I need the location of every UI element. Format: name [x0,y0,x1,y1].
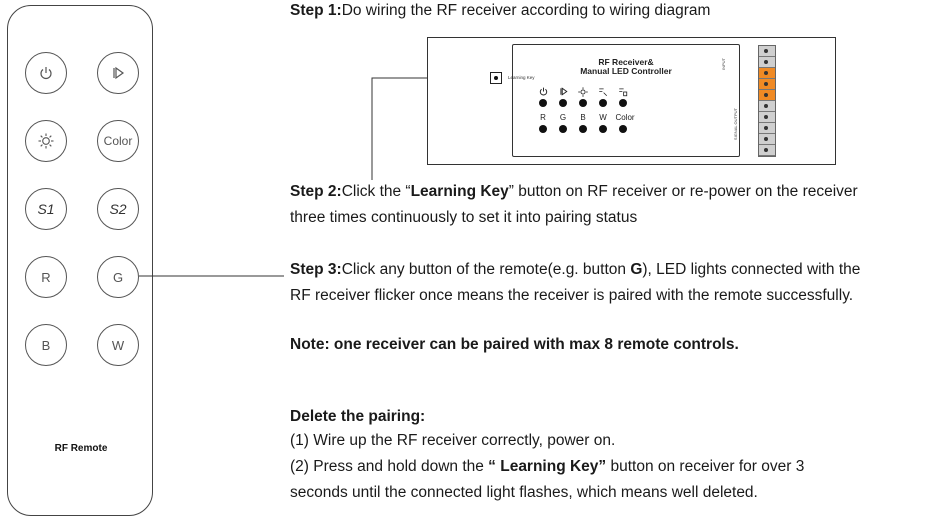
step3-bold: G [630,261,643,278]
receiver-s1-icon [593,87,613,99]
receiver-play-icon [553,87,573,98]
terminal-cell [759,123,775,134]
step2-body-a: Click the “ [341,183,411,200]
receiver-button-dot [559,99,567,107]
delete-heading: Delete the pairing: [290,408,426,425]
receiver-power-icon [533,87,553,98]
color-button[interactable]: Color [97,120,139,162]
output-label: SIGNAL OUTPUT [733,108,738,141]
b-button-label: B [41,337,51,353]
receiver-label-w: W [599,113,607,122]
power-button[interactable] [25,52,67,94]
step3-body-b: ), LED lights connected with the [642,261,861,278]
w-button-label: W [111,337,125,353]
receiver-button-dot [619,125,627,133]
receiver-label-b: B [580,113,586,122]
terminal-block [758,45,776,157]
play-icon [113,66,125,80]
power-icon [40,67,52,80]
receiver-button-dot [619,99,627,107]
remote-label: RF Remote [54,443,108,454]
receiver-panel: RF Receiver& Manual LED Controller [512,44,740,157]
receiver-button-dot [599,125,607,133]
delete-item2-b: button on receiver for over 3 [606,458,805,475]
terminal-cell [759,134,775,145]
play-button[interactable] [97,52,139,94]
receiver-brightness-icon [573,87,593,99]
g-button-label: G [112,269,124,285]
color-button-label: Color [103,134,133,148]
receiver-title-2: Manual LED Controller [580,66,672,76]
b-button[interactable]: B [25,324,67,366]
step2-label: Step 2: [290,183,342,200]
terminal-cell [759,46,775,57]
r-button[interactable]: R [25,256,67,298]
s2-button[interactable]: S2 [97,188,139,230]
input-label: INPUT [721,58,726,70]
learning-key-label: Learning Key [508,75,535,80]
receiver-button-dot [579,99,587,107]
brightness-icon [38,133,54,149]
step1-text: Step 1:Do wiring the RF receiver accordi… [290,0,710,24]
terminal-cell [759,57,775,68]
step3-label: Step 3: [290,261,342,278]
receiver-button-dot [599,99,607,107]
receiver-title-1: RF Receiver& [598,57,654,67]
receiver-button-dot [579,125,587,133]
step2-body-b: ” button on RF receiver or re-power on t… [508,183,858,200]
delete-item2-bold: “ Learning Key” [488,458,607,475]
terminal-cell [759,79,775,90]
s1-button[interactable]: S1 [25,188,67,230]
receiver-label-color: Color [615,113,635,122]
step2-text: Step 2:Click the “Learning Key” button o… [290,179,858,205]
terminal-cell [759,68,775,79]
delete-item2-a: (2) Press and hold down the [290,458,489,475]
learning-key-button[interactable] [490,72,502,84]
rf-remote: Color S1 S2 R G B W RF Remote [7,5,153,516]
receiver-button-dot [539,99,547,107]
receiver-button-dot [559,125,567,133]
step1-label: Step 1: [290,2,342,19]
receiver-label-g: G [559,113,567,122]
step3-line2: RF receiver flicker once means the recei… [290,287,854,304]
s2-button-label: S2 [109,201,127,217]
step2-line2: three times continuously to set it into … [290,209,638,226]
delete-item1: (1) Wire up the RF receiver correctly, p… [290,432,616,449]
step1-body: Do wiring the RF receiver according to w… [341,2,711,19]
step2-bold: Learning Key [410,183,509,200]
r-button-label: R [41,269,51,285]
rf-receiver: RF Receiver& Manual LED Controller INPUT… [427,37,836,165]
terminal-cell [759,90,775,101]
delete-item2: (2) Press and hold down the “ Learning K… [290,454,804,480]
terminal-cell [759,145,775,156]
receiver-s2-icon [613,87,633,99]
g-button[interactable]: G [97,256,139,298]
s1-button-label: S1 [37,201,55,217]
terminal-cell [759,101,775,112]
receiver-button-dot [539,125,547,133]
delete-item2-line2: seconds until the connected light flashe… [290,484,758,501]
terminal-cell [759,112,775,123]
step3-text: Step 3:Click any button of the remote(e.… [290,257,860,283]
step3-body-a: Click any button of the remote(e.g. butt… [341,261,631,278]
w-button[interactable]: W [97,324,139,366]
brightness-button[interactable] [25,120,67,162]
receiver-label-r: R [540,113,546,122]
note-text: Note: one receiver can be paired with ma… [290,336,739,353]
